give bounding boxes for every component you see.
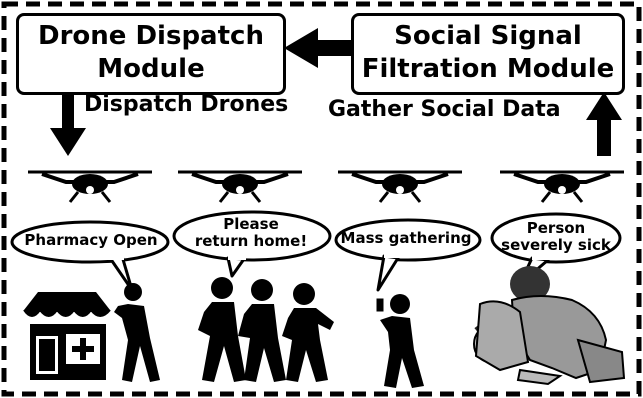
module-title-line: Filtration Module [361, 54, 615, 84]
speech-bubble-pharmacy [10, 220, 170, 292]
pharmacy-store-icon [23, 292, 111, 380]
social-signal-filtration-module-box: Social Signal Filtration Module [351, 13, 625, 95]
speech-bubble-return-home [172, 210, 332, 278]
arrow-dispatch-down [50, 92, 86, 156]
bubble-text-pharmacy: Pharmacy Open [16, 232, 166, 249]
drone-dispatch-module-box: Drone Dispatch Module [16, 13, 286, 95]
group-walking-icon [198, 277, 334, 382]
bubble-text-return-home: Please return home! [176, 216, 326, 250]
sick-person-help-icon [473, 266, 626, 386]
person-with-phone-icon [375, 294, 424, 388]
drone-icon [28, 170, 152, 203]
gather-social-data-label: Gather Social Data [328, 97, 561, 122]
person-icon [114, 283, 160, 382]
bubble-text-sick: Person severely sick [494, 220, 618, 254]
module-title-line: Drone Dispatch [38, 21, 264, 51]
bubble-line: return home! [194, 232, 308, 250]
speech-bubble-mass-gathering [334, 218, 482, 292]
bubble-line: Pharmacy Open [24, 231, 158, 249]
arrow-gather-up [586, 92, 622, 156]
bubble-line: Person [526, 219, 586, 237]
module-title-line: Module [97, 54, 205, 84]
bubble-line: severely sick [501, 236, 611, 254]
arrow-filter-to-dispatch [284, 28, 352, 68]
module-title-line: Social Signal [394, 21, 582, 51]
drone-icon [178, 170, 302, 203]
drone-icon [500, 170, 624, 203]
bubble-line: Please [223, 215, 279, 233]
drone-icon [338, 170, 462, 203]
dispatch-drones-label: Dispatch Drones [84, 92, 289, 117]
bubble-line: Mass gathering [340, 229, 472, 247]
bubble-text-mass-gathering: Mass gathering [336, 230, 476, 247]
